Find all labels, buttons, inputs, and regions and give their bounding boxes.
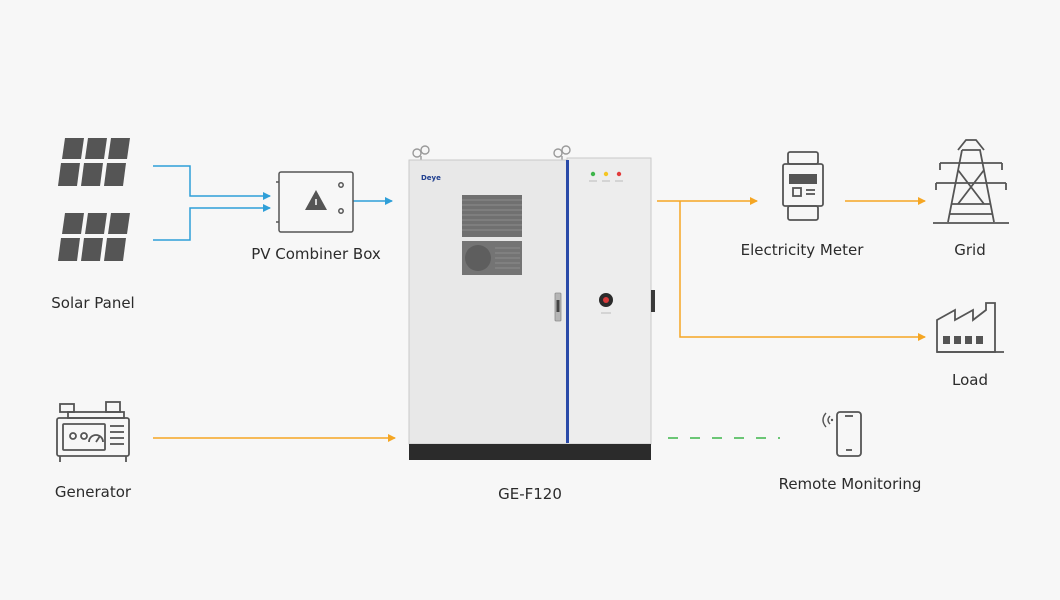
solar-panel-icon — [58, 138, 130, 261]
transmission-tower-icon — [933, 139, 1009, 224]
cabinet-brand-logo: Deye — [421, 174, 441, 182]
factory-icon — [936, 302, 1004, 353]
solar-connectors — [153, 165, 393, 241]
solar-panel-label: Solar Panel — [51, 294, 135, 312]
electricity-meter-label: Electricity Meter — [740, 241, 864, 259]
cabinet-model-label: GE-F120 — [498, 485, 562, 503]
solar-panel-top-connector — [153, 165, 271, 200]
cabinet-to-load-connector — [679, 201, 926, 341]
solar-panel-bottom-connector — [153, 204, 271, 241]
remote-monitoring-label: Remote Monitoring — [778, 475, 922, 493]
grid-label: Grid — [954, 241, 986, 259]
pv-combiner-box-label: PV Combiner Box — [251, 245, 381, 263]
generator-label: Generator — [54, 483, 132, 501]
combiner-box-icon — [276, 171, 354, 233]
generator-icon — [56, 401, 130, 462]
load-label: Load — [952, 371, 988, 389]
electricity-meter-icon — [782, 151, 824, 221]
ac-connectors — [153, 197, 926, 442]
smartphone-icon — [822, 411, 862, 457]
energy-storage-cabinet-icon — [408, 145, 655, 460]
